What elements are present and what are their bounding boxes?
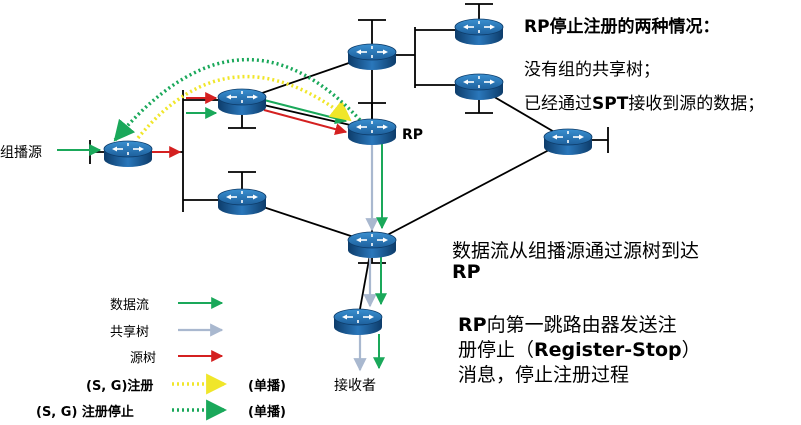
register-stop-msg-line3: 消息，停止注册过程 (458, 364, 630, 386)
source-label: 组播源 (0, 145, 42, 161)
legend-note-unicast: (单播) (248, 379, 286, 394)
routers (103, 18, 593, 336)
flow-arrows (57, 57, 388, 372)
register-stop-case-1: 没有组的共享树； (524, 60, 660, 80)
router (543, 128, 593, 156)
register-stop-case-2: 已经通过SPT接收到源的数据； (524, 94, 765, 114)
legend-label-sg-register-stop: (S, G) 注册停止 (36, 405, 134, 420)
router (454, 73, 504, 101)
router-rp (347, 118, 397, 146)
router-first-hop (103, 140, 153, 168)
router (454, 18, 504, 46)
router (217, 88, 267, 116)
data-flow-note-line2: RP (452, 261, 481, 283)
legend-label-shared-tree: 共享树 (110, 325, 150, 340)
legend-label-source-tree: 源树 (130, 351, 157, 366)
rp-label: RP (402, 127, 424, 143)
legend-label-sg-register: (S, G)注册 (86, 379, 154, 394)
router-receiver (333, 308, 383, 336)
register-stop-msg-line2: 册停止（Register-Stop） (458, 339, 701, 361)
data-flow-note-line1: 数据流从组播源通过源树到达 (452, 240, 700, 262)
router (347, 43, 397, 71)
router (347, 231, 397, 259)
receiver-label: 接收者 (334, 378, 376, 394)
legend-note-unicast: (单播) (248, 405, 286, 420)
register-stop-msg-line1: RP向第一跳路由器发送注 (458, 314, 677, 336)
register-stop-cases-title: RP停止注册的两种情况： (524, 17, 720, 37)
legend-label-data-flow: 数据流 (110, 298, 150, 313)
legend-lines (172, 297, 228, 421)
router (217, 188, 267, 216)
